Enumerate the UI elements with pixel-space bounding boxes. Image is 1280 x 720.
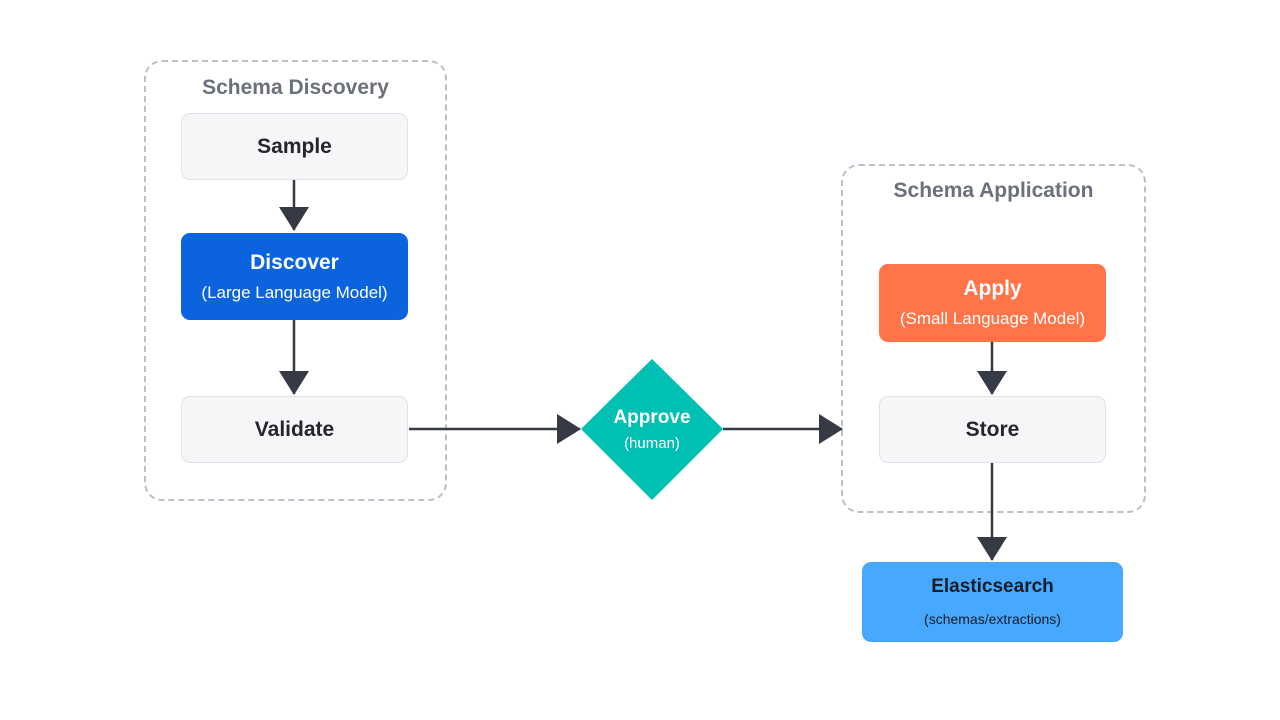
store-label: Store bbox=[965, 417, 1020, 441]
approve-sublabel: (human) bbox=[624, 435, 680, 452]
approve-diamond bbox=[581, 359, 723, 500]
validate-node: Validate bbox=[181, 396, 408, 463]
discover-node: Discover (Large Language Model) bbox=[181, 233, 408, 320]
validate-label: Validate bbox=[254, 417, 335, 441]
sample-node: Sample bbox=[181, 113, 408, 180]
store-node: Store bbox=[879, 396, 1106, 463]
discover-sublabel: (Large Language Model) bbox=[201, 282, 388, 302]
elasticsearch-node: Elasticsearch (schemas/extractions) bbox=[862, 562, 1123, 642]
apply-node: Apply (Small Language Model) bbox=[879, 264, 1106, 342]
elasticsearch-label: Elasticsearch bbox=[931, 576, 1054, 597]
apply-label: Apply bbox=[963, 277, 1022, 300]
schema-discovery-group: Schema Discovery bbox=[144, 60, 447, 501]
apply-sublabel: (Small Language Model) bbox=[899, 309, 1086, 328]
approve-node: Approve (human) bbox=[582, 360, 722, 500]
schema-application-title: Schema Application bbox=[893, 179, 1094, 202]
schema-application-group: Schema Application bbox=[841, 164, 1146, 513]
elasticsearch-sublabel: (schemas/extractions) bbox=[924, 611, 1061, 627]
discover-label: Discover bbox=[250, 250, 339, 274]
schema-discovery-title: Schema Discovery bbox=[202, 76, 389, 99]
sample-label: Sample bbox=[257, 134, 332, 158]
approve-label: Approve bbox=[613, 407, 691, 428]
